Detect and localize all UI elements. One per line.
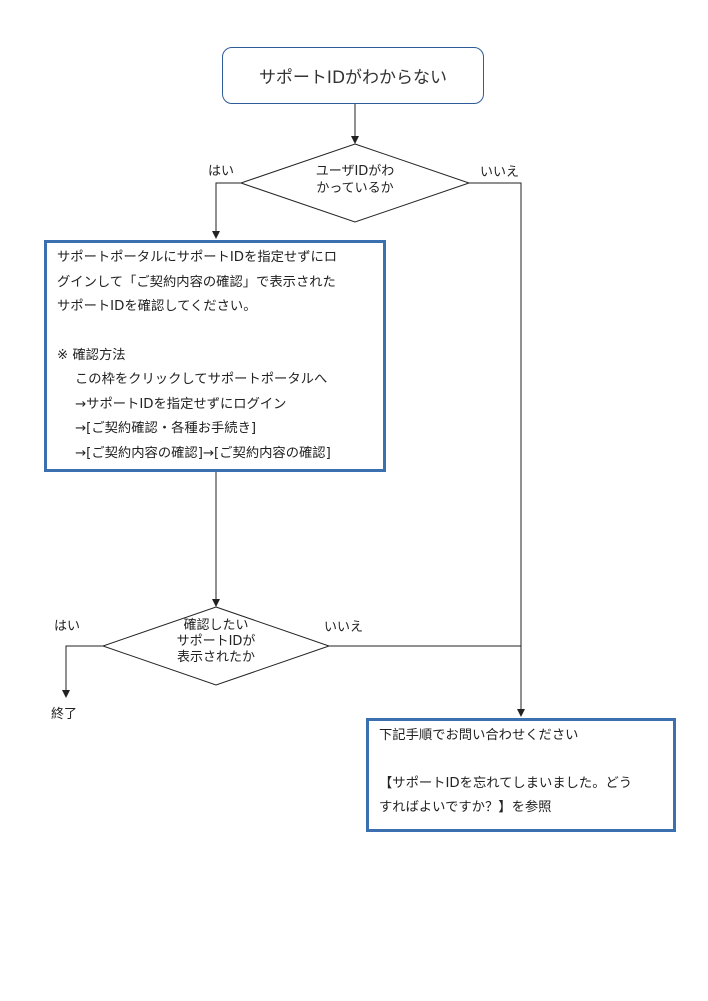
- decision1-line1: ユーザIDがわ: [315, 164, 395, 179]
- decision1-no-label: いいえ: [480, 165, 520, 180]
- method-step: →[ご契約内容の確認]→[ご契約内容の確認]: [75, 445, 331, 461]
- process1-line: サポートポータルにサポートIDを指定せずにロ: [57, 250, 338, 265]
- decision2-no-label: いいえ: [324, 620, 364, 635]
- decision1-text: ユーザIDがわ かっているか: [283, 163, 427, 197]
- arrow-decision1-yes: [212, 182, 241, 239]
- start-label: サポートIDがわからない: [258, 68, 448, 88]
- decision2-yes-label: はい: [54, 619, 81, 634]
- method-step: →[ご契約確認・各種お手続き]: [75, 421, 257, 436]
- decision2-line2: サポートIDが: [176, 634, 256, 649]
- process2-line1: 下記手順でお問い合わせください: [379, 728, 579, 743]
- decision2-text: 確認したい サポートIDが 表示されたか: [146, 618, 286, 666]
- method-step: この枠をクリックしてサポートポータルへ: [75, 372, 328, 387]
- process1-line: グインして「ご契約内容の確認」で表示された: [57, 274, 336, 290]
- start-terminal: サポートIDがわからない: [222, 47, 484, 104]
- process2-box: 下記手順でお問い合わせください 【サポートIDを忘れてしまいました。どう すれば…: [366, 718, 676, 832]
- decision2-line3: 表示されたか: [176, 650, 255, 665]
- decision1-diamond: [239, 143, 471, 223]
- decision2-diamond: [101, 606, 331, 686]
- process2-line2: 【サポートIDを忘れてしまいました。どう: [379, 776, 633, 791]
- arrow-decision2-yes: [62, 645, 103, 698]
- process1-line: サポートIDを確認してください。: [57, 299, 257, 314]
- method-title: ※ 確認方法: [57, 347, 126, 363]
- decision1-yes-label: はい: [208, 164, 235, 179]
- end-label: 終了: [51, 707, 78, 722]
- arrow-decision1-no: [469, 182, 525, 717]
- decision2-line1: 確認したい: [183, 618, 249, 633]
- decision1-line2: かっているか: [316, 181, 394, 196]
- process2-line3: すればよいですか？】を参照: [379, 800, 552, 815]
- method-step: →サポートIDを指定せずにログイン: [75, 396, 287, 412]
- process1-box[interactable]: サポートポータルにサポートIDを指定せずにロ グインして「ご契約内容の確認」で表…: [44, 240, 386, 472]
